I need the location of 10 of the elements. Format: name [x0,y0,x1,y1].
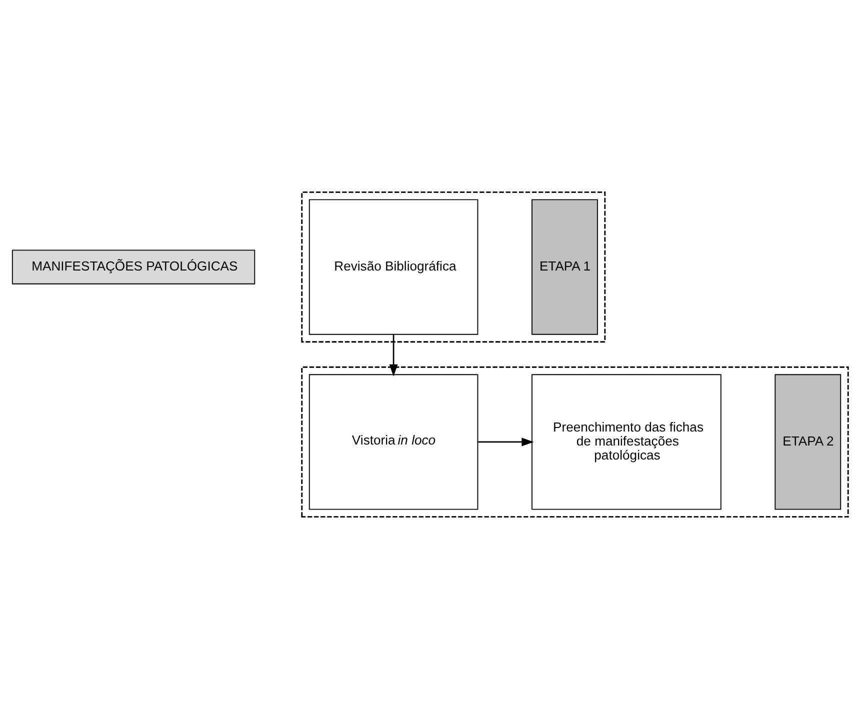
cluster [301,366,849,518]
node-box: Vistoria in loco [308,374,478,510]
arrow [389,334,398,377]
node-box: MANIFESTAÇÕES PATOLÓGICAS [12,250,256,284]
node-box: Preenchimento das fichas de manifestações patológicas [532,374,722,510]
node-box: Revisão Bibliográfica [308,199,478,335]
node-box: ETAPA 1 [532,199,598,335]
cluster [301,192,606,343]
arrow [478,438,534,446]
node-box: ETAPA 2 [774,374,842,510]
